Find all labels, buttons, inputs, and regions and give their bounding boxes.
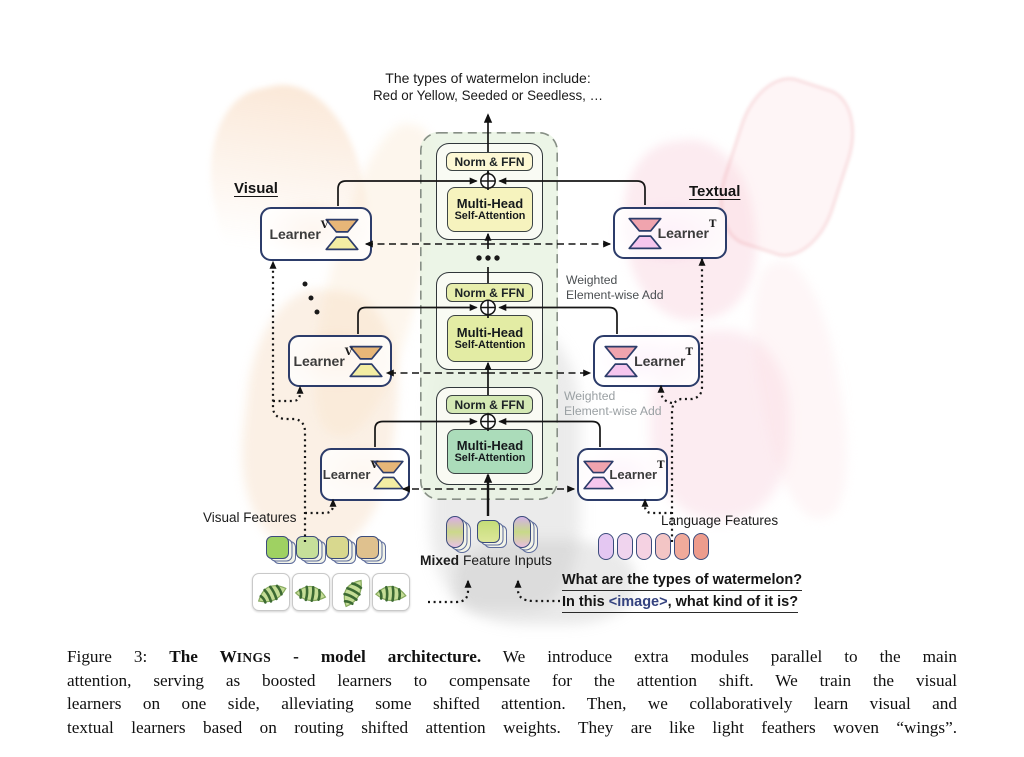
background-art [738,255,862,525]
learner-sup-v: V [344,346,353,358]
mhsa-bottom-line1: Multi-Head [456,438,524,454]
language-feature-branch-bottom [641,498,672,515]
feature-token [513,516,538,553]
feature-token [693,533,709,560]
visual-feature-branch-mid [273,385,304,403]
mixed-feature-inputs-label: Mixed Feature Inputs [420,553,552,568]
hourglass-icon [627,217,662,249]
question-line-2: In this <image>, what kind of it is? [562,594,799,613]
learner-sup-v: V [320,219,329,231]
caption-body: We introduce extra modules parallel to t… [481,647,957,666]
watermelon-image [372,573,410,611]
learner-sup-t: T [685,346,693,358]
feature-token [636,533,652,560]
mixed-input-left-curve [428,579,472,604]
mhsa-middle: Multi-Head Self-Attention [447,315,533,362]
learner-label: Learner [269,226,321,242]
learner-sup-v: V [370,460,379,471]
watermelon-image [292,573,330,611]
learner-label: Learner [609,467,658,482]
output-text-line-1: The types of watermelon include: [385,70,591,86]
mhsa-bottom: Multi-Head Self-Attention [447,429,533,474]
visual-token-row [266,536,386,564]
feature-token [598,533,614,560]
learner-sup-t: T [657,460,665,471]
feature-token [477,520,507,548]
mhsa-top-line1: Multi-Head [456,196,524,212]
background-art [705,66,869,268]
mhsa-top-line2: Self-Attention [454,209,526,222]
language-token-row [598,533,709,560]
image-tag: <image> [608,594,668,610]
background-art [192,71,388,329]
mhsa-middle-line1: Multi-Head [456,325,524,341]
caption-title-post: - model architecture. [271,647,482,666]
wings-architecture-diagram: The types of watermelon include: Red or … [192,66,869,625]
mixed-rest: Feature Inputs [459,553,552,568]
caption-figure-label: Figure 3: [67,647,170,666]
caption-line-2: attention, serving as boosted learners t… [67,671,957,691]
feature-token [617,533,633,560]
weighted-add-note-1: Weighted Element-wise Add [566,273,664,302]
output-text-line-2: Red or Yellow, Seeded or Seedless, … [372,88,604,103]
hourglass-icon [583,460,615,489]
caption-title-smallcaps: INGS [236,650,272,665]
mhsa-bottom-line2: Self-Attention [454,451,526,464]
feature-token [446,516,471,553]
watermelon-image [332,573,370,611]
learner-sup-t: T [708,218,717,230]
watermelon-image-row [252,573,410,611]
weighted-add-note-2: Weighted Element-wise Add [564,389,662,418]
caption-line-1: Figure 3: The WINGS - model architecture… [67,645,957,669]
visual-features-label: Visual Features [203,510,297,525]
feature-token [674,533,690,560]
mixed-bold: Mixed [420,553,460,568]
norm-ffn-bottom: Norm & FFN [446,395,533,414]
caption-line-3: learners on one side, alleviating some s… [67,694,957,714]
feature-token [356,536,386,564]
mixed-token-row [446,516,538,553]
visual-branch-label: Visual [234,180,278,197]
feature-token [266,536,296,564]
question-line-1: What are the types of watermelon? [562,572,803,591]
visual-feature-line [269,260,307,542]
hourglass-icon [373,460,404,489]
textual-branch-label: Textual [689,183,741,200]
figure-caption: Figure 3: The WINGS - model architecture… [67,645,957,739]
learner-label: Learner [293,353,345,369]
visual-feature-branch-bottom [305,498,337,515]
mixed-input-right-curve [514,579,560,603]
feature-token [655,533,671,560]
feature-token [296,536,326,564]
watermelon-image [252,573,290,611]
learner-label: Learner [322,467,371,482]
mhsa-top: Multi-Head Self-Attention [447,187,533,232]
caption-line-4: textual learners based on routing shifte… [67,717,957,737]
hourglass-icon [348,345,383,377]
norm-ffn-top: Norm & FFN [446,152,533,171]
norm-ffn-middle: Norm & FFN [446,283,533,302]
question2-post: , what kind of it is? [667,594,799,610]
learner-label: Learner [657,225,709,241]
hourglass-icon [604,345,638,377]
mhsa-middle-line2: Self-Attention [454,338,526,351]
learner-label: Learner [634,353,686,369]
language-features-label: Language Features [661,513,779,528]
question2-pre: In this [562,594,609,610]
caption-title: The W [169,647,237,666]
feature-token [326,536,356,564]
